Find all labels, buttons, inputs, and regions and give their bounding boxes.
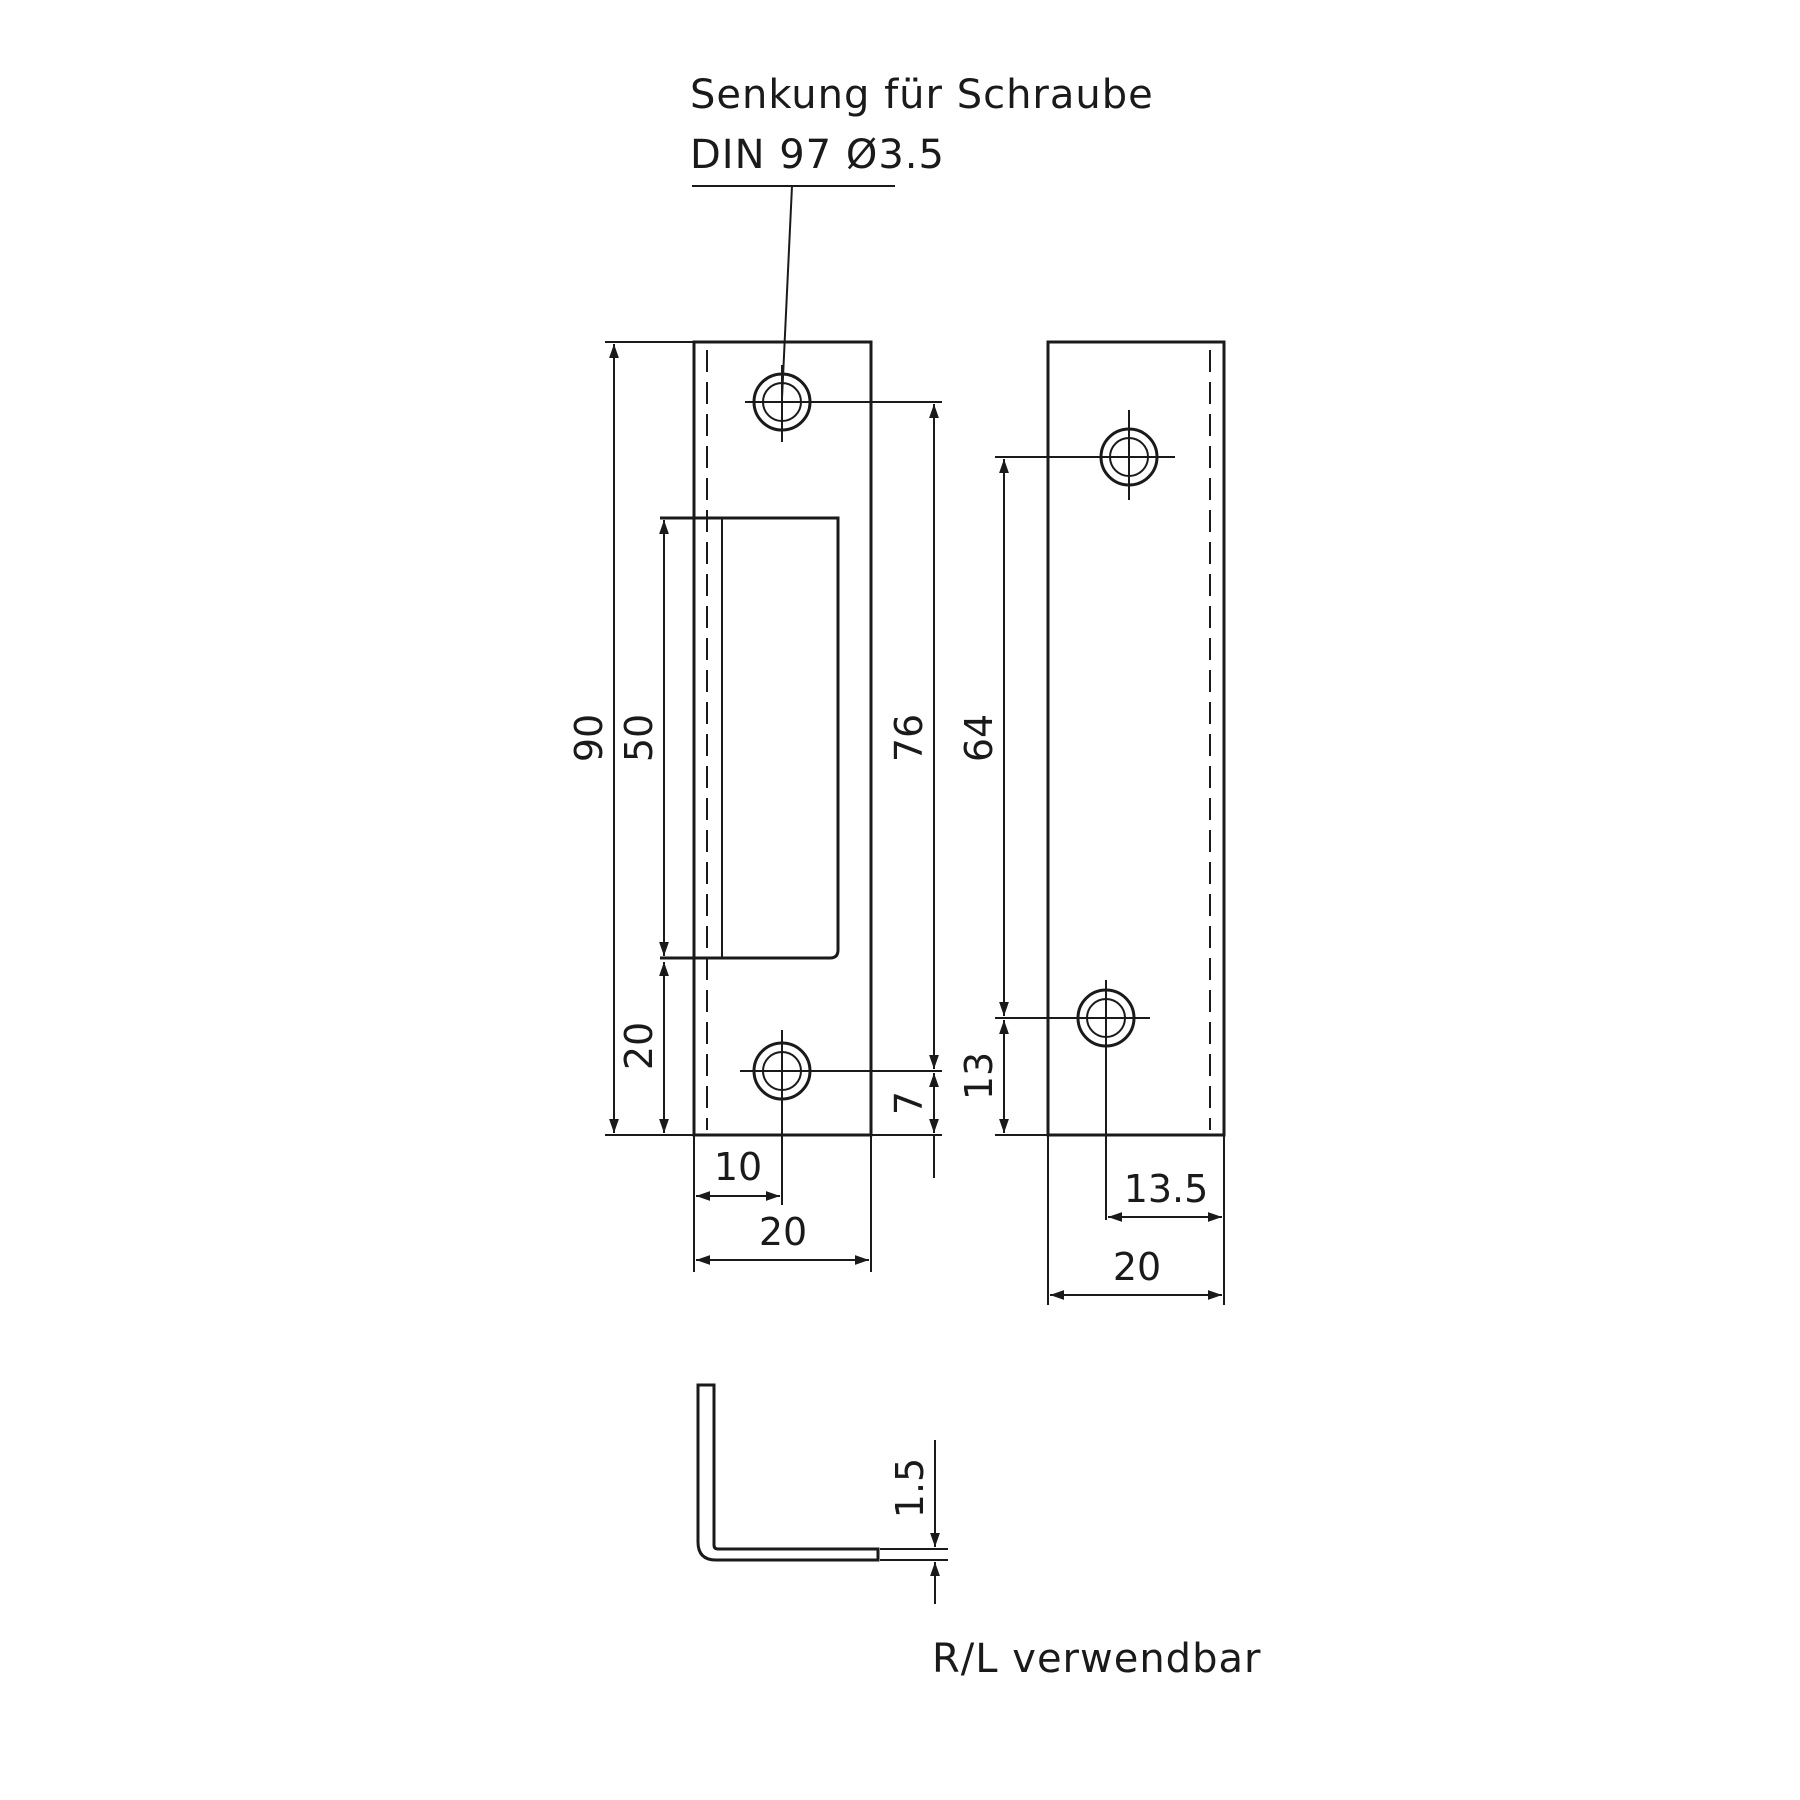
front-view: 90 50 20 76 7 10 20 [567, 340, 942, 1272]
screw-hole-bottom [740, 1030, 822, 1110]
note-line-2: DIN 97 Ø3.5 [690, 132, 945, 178]
dim-hole-from-bottom-front: 7 [887, 1091, 931, 1115]
dim-thickness: 1.5 [888, 1458, 932, 1518]
dim-hole-from-bottom-side: 13 [957, 1052, 1001, 1100]
section-profile: 1.5 [696, 1383, 948, 1604]
dim-total-height: 90 [567, 714, 611, 762]
front-plate-outline [692, 340, 873, 1137]
screw-hole-side-bottom [1065, 980, 1150, 1220]
side-view: 64 13 13.5 20 [957, 340, 1226, 1305]
dim-slot-height: 50 [617, 714, 661, 762]
dim-hole-from-left: 10 [714, 1145, 762, 1189]
latch-slot-outline [660, 516, 840, 960]
l-profile-outline [696, 1383, 880, 1562]
note-leader-line [781, 185, 793, 399]
dim-hole-spacing-side: 64 [957, 714, 1001, 762]
dim-width-front: 20 [759, 1210, 807, 1254]
screw-hole-top [745, 365, 819, 442]
dim-hole-from-right-side: 13.5 [1124, 1167, 1209, 1211]
usage-note: R/L verwendbar [932, 1636, 1261, 1682]
screw-hole-side-top [1090, 410, 1175, 500]
note-line-1: Senkung für Schraube [690, 72, 1154, 118]
dim-width-side: 20 [1113, 1245, 1161, 1289]
countersink-note: Senkung für Schraube DIN 97 Ø3.5 [690, 72, 1154, 399]
side-plate-outline [1046, 340, 1226, 1137]
dim-hole-spacing-front: 76 [887, 714, 931, 762]
dim-bottom-to-slot: 20 [617, 1022, 661, 1070]
